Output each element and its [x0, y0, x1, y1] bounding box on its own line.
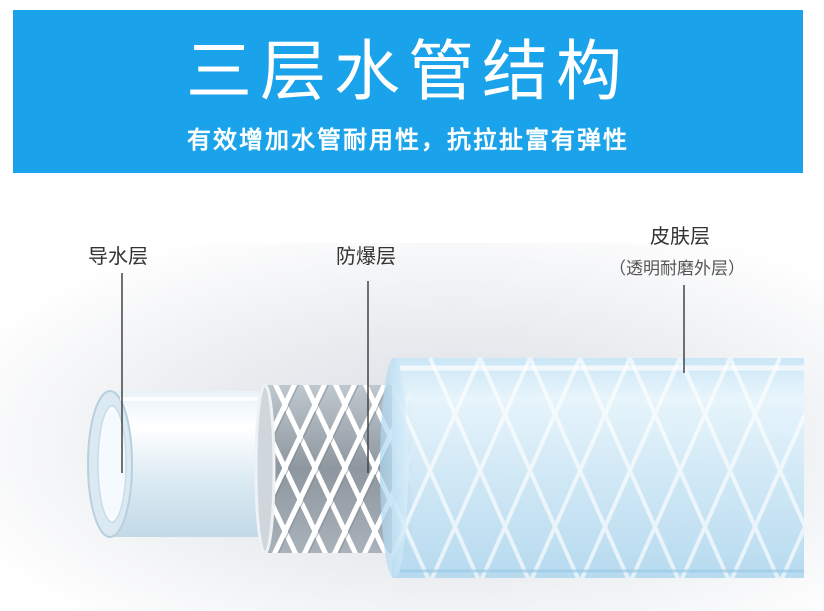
banner-subtitle: 有效增加水管耐用性，抗拉扯富有弹性: [187, 126, 629, 154]
label-skin-layer-note: （透明耐磨外层）: [609, 259, 745, 279]
label-inner-layer: 导水层: [88, 244, 148, 268]
title-banner: 三层水管结构 有效增加水管耐用性，抗拉扯富有弹性: [13, 10, 803, 173]
label-burst-layer: 防爆层: [336, 244, 396, 268]
hose-structure-diagram: [0, 243, 824, 611]
banner-title: 三层水管结构: [186, 33, 630, 110]
braided-burst-layer: [254, 383, 412, 555]
label-skin-layer: 皮肤层: [650, 224, 710, 248]
outer-skin-layer: [380, 357, 804, 578]
